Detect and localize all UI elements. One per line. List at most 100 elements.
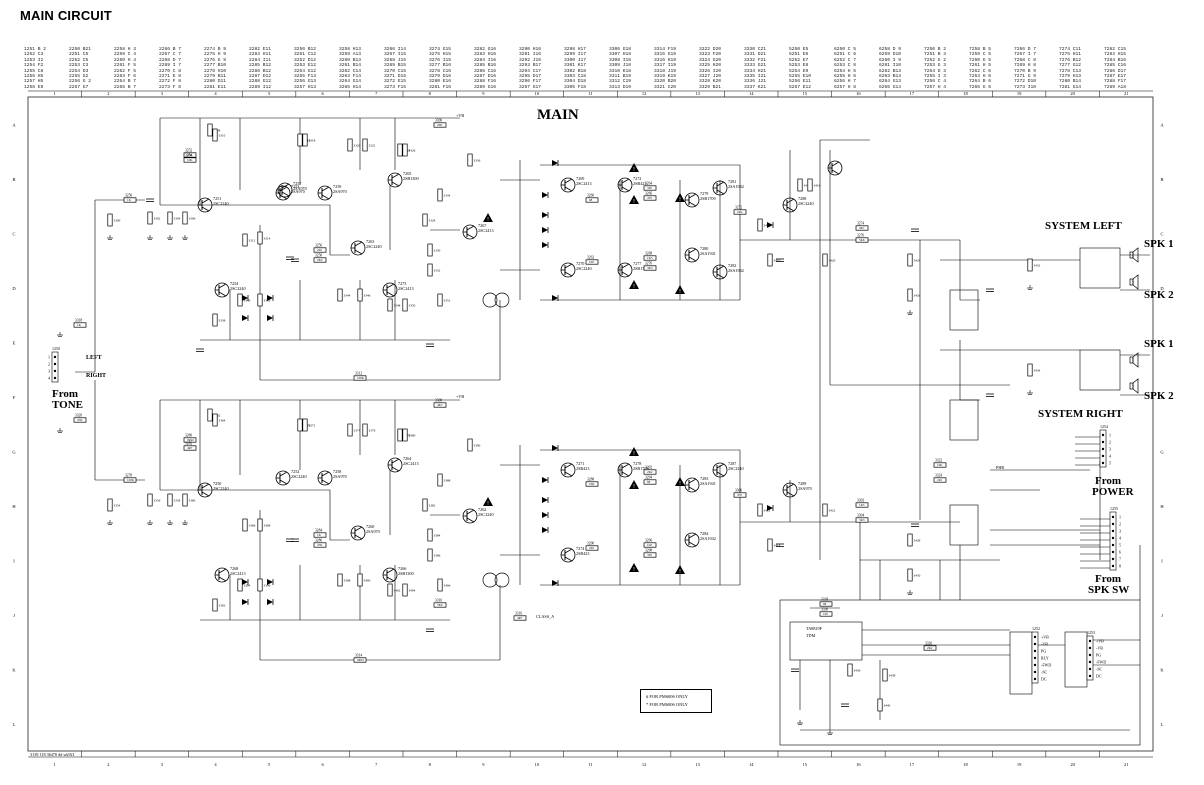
parts-index-column: 3266 I14 3267 I15 3268 J15 3269 B15 3270…: [384, 47, 407, 90]
transistor-type: 2SB423: [576, 466, 590, 471]
transistor-symbol: [684, 532, 700, 548]
resistor-ref: 3266: [645, 192, 652, 196]
transistor-ref: 7283: [700, 476, 708, 481]
ground-symbol: [56, 427, 64, 433]
resistor-ref: 3356: [154, 499, 161, 503]
grid-column-label-bottom: 4: [214, 762, 217, 767]
transistor-ref: 7284: [700, 531, 709, 536]
drawing-frame: [27, 90, 1154, 758]
resistor-ref: 3332: [434, 269, 441, 273]
resistor-symbol: [347, 138, 353, 152]
protection-ic-sub: TDM: [806, 633, 816, 638]
ground-symbol: [166, 234, 174, 240]
resistor-value: 470: [737, 493, 742, 497]
transistor-symbol: [275, 470, 291, 486]
transistor-ref: 7254: [230, 281, 239, 286]
parts-index-column: 3322 D20 3323 F20 3324 G20 3325 H20 3326…: [699, 47, 722, 90]
resistor-value: 330: [647, 553, 652, 557]
transistor-symbol: [214, 567, 230, 583]
resistor-value: 100: [647, 543, 652, 547]
resistor-value: 4R7: [517, 616, 523, 620]
transistor-symbol: [560, 177, 576, 193]
connector-pin-label: 3: [1109, 447, 1111, 452]
from-power-label-1: From: [1095, 475, 1122, 487]
resistor-ref: 3264: [645, 182, 652, 186]
resistor-ref: 3424: [914, 259, 921, 263]
transistor-ref: 7259: [333, 184, 341, 189]
resistor-symbol: [207, 123, 213, 137]
grid-column-label-bottom: 17: [910, 762, 915, 767]
transistor-symbol: [387, 172, 403, 188]
resistor-symbol: [212, 598, 218, 612]
resistor-ref: 3414: [774, 544, 781, 548]
resistor-symbol: [242, 233, 248, 247]
from-tone-label-1: From: [52, 388, 79, 400]
resistor-symbol: [757, 503, 763, 517]
resistor-value: 47K: [77, 418, 83, 422]
transistor-ref: 7253: [291, 184, 299, 189]
transistor-ref: 7251: [213, 196, 221, 201]
parts-index-column: 3274 G15 3275 H15 3276 I15 3277 B16 3278…: [429, 47, 452, 90]
grid-column-label-bottom: 3: [161, 762, 164, 767]
transistor-type: 2SC2240: [230, 286, 246, 291]
resistor-value: 220: [937, 478, 942, 482]
parts-index-column: 7250 B 2 7251 B 3 7252 G 2 7253 G 3 7254…: [924, 47, 947, 90]
resistor-ref: 3336: [474, 159, 481, 163]
connector-pin-label: 5: [1109, 461, 1111, 466]
connector-pin-label: -SC: [1096, 667, 1103, 672]
connector-pin-label: 4: [48, 376, 50, 381]
resistor-value: 3K3: [859, 518, 865, 522]
safety-warning-icon: [675, 193, 685, 203]
resistor-symbol: [212, 128, 218, 142]
resistor-value: 22K: [737, 210, 743, 214]
grid-column-label-bottom: 10: [535, 762, 540, 767]
parts-index-column: 2250 B21 2251 C5 2252 C5 2253 C3 2254 D3…: [69, 47, 92, 90]
resistor-ref: 3350: [409, 304, 416, 308]
resistor-value: 1K5: [859, 503, 865, 507]
ground-symbol: [796, 719, 804, 725]
resistor-symbol: [427, 263, 433, 277]
spk1-bottom-label: SPK 1: [1144, 338, 1174, 350]
speaker-icon: [1129, 274, 1139, 290]
connector-pin-label: 1: [1109, 433, 1111, 438]
parts-index-column: 3282 G16 3283 H16 3284 I16 3285 B16 3286…: [474, 47, 497, 90]
resistor-ref: 3296: [645, 539, 652, 543]
resistor-symbol: [257, 231, 263, 245]
transistor-type: 2SC2240: [798, 201, 814, 206]
resistor-value: 22K: [437, 123, 443, 127]
grid-column-label-top: 1: [54, 91, 56, 96]
grid-column-label-bottom: 8: [429, 762, 432, 767]
transistor-type: 2SB1709: [633, 466, 649, 471]
resistor-symbol: [797, 178, 803, 192]
transistor-type: 2SA970: [333, 189, 347, 194]
parts-index-column: 3306 G18 3307 H18 3308 I18 3309 J18 3310…: [609, 47, 632, 90]
transistor-symbol: [350, 525, 366, 541]
transistor-type: 2SB423: [576, 551, 590, 556]
resistor-ref: 3398: [344, 579, 351, 583]
resistor-ref: 3390: [474, 444, 481, 448]
resistor-symbol: [167, 493, 173, 507]
connector-pin-label: 4: [1119, 536, 1121, 541]
grid-row-label-left: L: [13, 722, 16, 727]
resistor-symbol: [402, 428, 408, 442]
transistor-ref: 7270: [576, 261, 584, 266]
resistor-ref: 3252: [185, 149, 192, 153]
resistor-ref: 3364: [219, 419, 226, 423]
resistor-symbol: [362, 423, 368, 437]
resistor-symbol: [182, 211, 188, 225]
resistor-ref: 3328: [429, 219, 436, 223]
grid-column-label-bottom: 15: [803, 762, 808, 767]
from-power-label-2: POWER: [1092, 486, 1134, 498]
resistor-ref: 3308: [435, 399, 442, 403]
transistor-ref: 7263: [366, 239, 374, 244]
capacitor-symbol: [985, 393, 995, 397]
resistor-ref: 3416: [804, 184, 811, 188]
grid-row-label-left: D: [12, 286, 16, 291]
transistor-symbol: [560, 262, 576, 278]
resistor-symbol: [337, 573, 343, 587]
transistor-type: 2SC2413: [230, 571, 246, 576]
grid-row-label-right: D: [1160, 286, 1164, 291]
transistor-symbol: [684, 477, 700, 493]
safety-warning-icon: [629, 280, 639, 290]
parts-index-column: 3298 H17 3299 I17 3300 J17 3301 K17 3302…: [564, 47, 587, 90]
